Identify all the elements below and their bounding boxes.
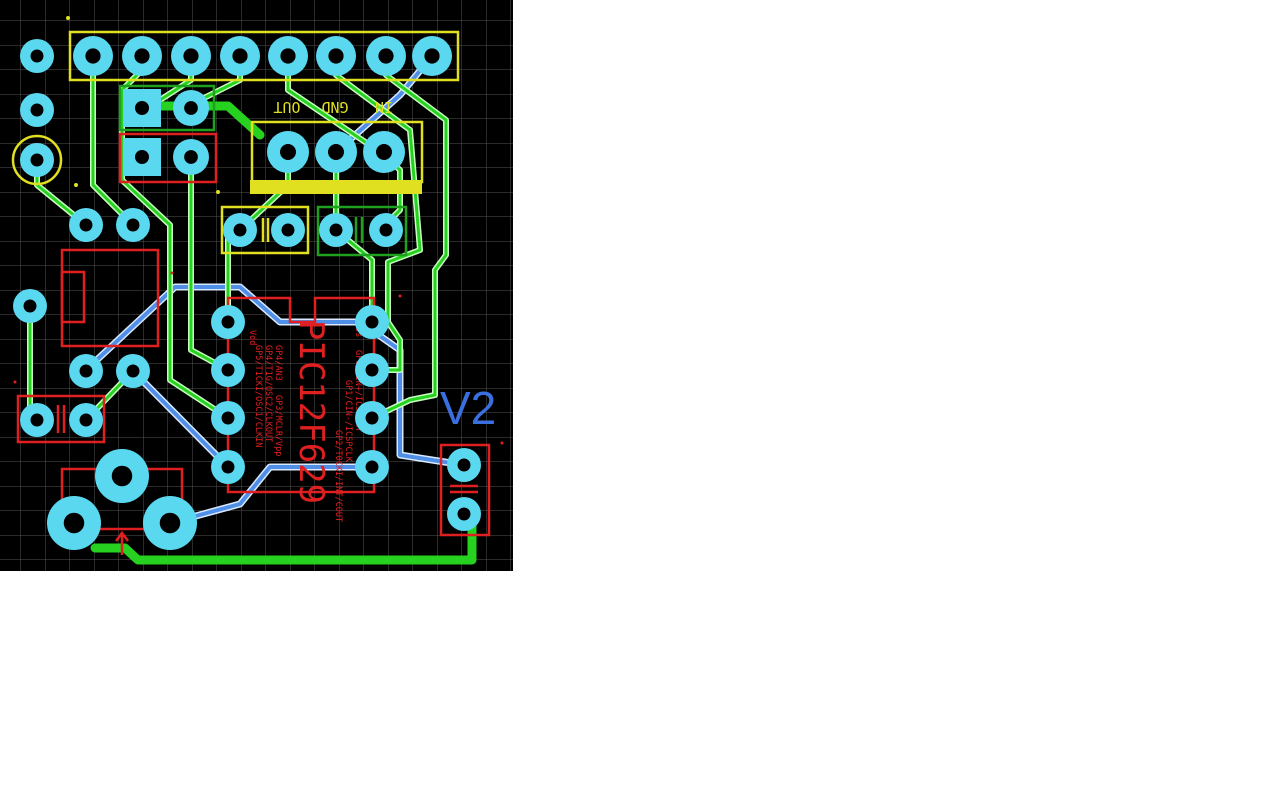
pin-label-gp3: GP3/MCLR/Vpp [273,395,283,456]
header-labels: OUT GND IN [273,98,393,116]
pad-drill [221,363,235,377]
label-in: IN [375,98,393,116]
ic-labels: PIC12F629 Vdd GP5/T1CKI/OSC1/CLKIN GP4/T… [247,320,363,522]
pad-drill [457,507,471,521]
pad-drill [424,48,440,64]
pad-drill [30,153,44,167]
pad-drill [221,315,235,329]
connector-outline [118,132,218,184]
pad-drill [183,48,199,64]
board-grid [0,0,513,571]
pad-drill [328,144,344,160]
pin-label-vdd: Vdd [247,330,257,345]
pin-label-gp0: GP0/CIN+/ICSPDAT [353,350,363,432]
cap-c1-outline [220,205,310,255]
pad-drill [232,48,248,64]
pad-drill [126,218,140,232]
ic-outline [226,296,376,494]
pin-label-gp5: GP5/T1CKI/OSC1/CLKIN [253,345,263,447]
ic-chip-label: PIC12F629 [291,320,331,504]
pad-drill [79,413,93,427]
pin-label-gp1: GP1/CIN-/ICSPCLK [343,380,353,463]
pad-drill [329,223,343,237]
pin-label-an3: GP4/AN3 [273,345,283,381]
pad-drill [221,411,235,425]
pad-drill [126,364,140,378]
regulator-tab [250,180,422,194]
pad-drill [79,364,93,378]
pad-drill [280,48,296,64]
pcb-board: OUT GND IN PIC12F629 [0,0,513,571]
jumper-outline [118,84,216,132]
pad-drill [134,48,150,64]
pad-drill [63,512,85,534]
pad-drill [135,150,149,164]
pad-drill [280,144,296,160]
top-header-outline [68,30,460,82]
pin-label-gp4: GP4/T1G/OSC2/CLKOUT [263,345,273,442]
pad-drill [30,413,44,427]
pad-drill [184,150,198,164]
pad-drill [281,223,295,237]
label-out: OUT [273,98,300,116]
pad-drill [379,223,393,237]
pads [13,36,481,550]
pcb-layout-svg: OUT GND IN PIC12F629 [0,0,513,571]
pad-drill [328,48,344,64]
pad-drill [159,512,181,534]
pin-label-gp2: GP2/T0CKI/INT/COUT [333,430,343,522]
pad-drill [23,299,37,313]
cap-c3-outline [16,394,106,444]
pad-drill [365,411,379,425]
silk-dots [66,16,220,194]
version-label: V2 [440,382,496,434]
pad-drill [365,460,379,474]
pad-drill [79,218,93,232]
led-outline [11,134,63,186]
pad-drill [30,103,44,117]
pad-drill [233,223,247,237]
pad-drill [135,101,149,115]
pad-drill [376,144,392,160]
pad-drill [221,460,235,474]
cap-c4-outline [439,443,491,537]
pad-drill [85,48,101,64]
via-markers [13,271,504,445]
pad-drill [184,101,198,115]
label-gnd: GND [321,98,348,116]
cap-c2-outline [316,205,408,257]
silkscreen-green [118,84,408,257]
pad-drill [457,458,471,472]
pad-drill [365,363,379,377]
pad-drill [365,315,379,329]
pad-drill [30,49,44,63]
pad-drill [378,48,394,64]
silkscreen-red [16,132,491,555]
pad-drill [111,465,133,487]
silkscreen-yellow [11,30,460,255]
